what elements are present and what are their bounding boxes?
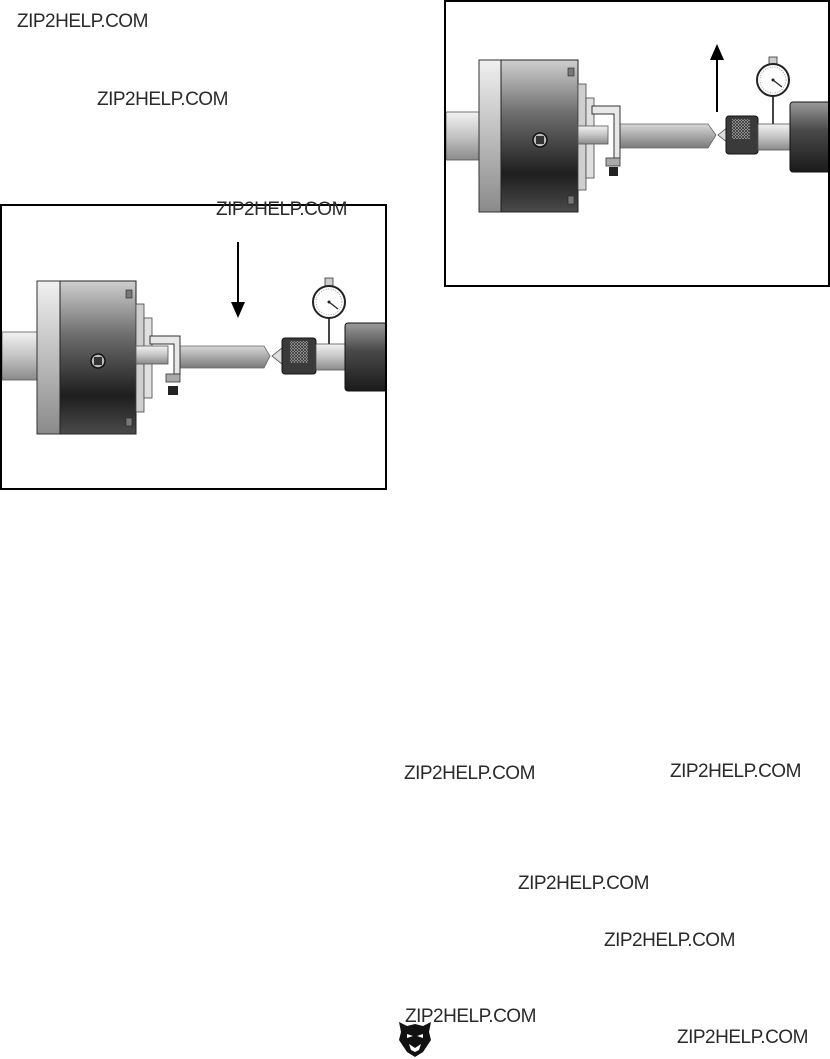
lathe-setup-illustration-right (446, 44, 828, 213)
watermark-text: ZIP2HELP.COM (677, 1027, 808, 1048)
watermark-text: ZIP2HELP.COM (216, 199, 347, 220)
watermark-text: ZIP2HELP.COM (604, 930, 735, 951)
figure-right-dial-test (444, 0, 830, 287)
watermark-text: ZIP2HELP.COM (404, 763, 535, 784)
dial-indicator-icon (312, 277, 346, 344)
figure-left-dial-test: ZIP2HELP.COM (0, 200, 387, 490)
watermark-text: ZIP2HELP.COM (405, 1006, 536, 1027)
watermark-text: ZIP2HELP.COM (17, 11, 148, 32)
watermark-text: ZIP2HELP.COM (670, 761, 801, 782)
watermark-text: ZIP2HELP.COM (518, 873, 649, 894)
watermark-text: ZIP2HELP.COM (97, 89, 228, 110)
lathe-setup-illustration-left (2, 242, 385, 435)
grizzly-bear-logo-icon (399, 1022, 431, 1057)
dial-indicator-icon (756, 56, 790, 124)
